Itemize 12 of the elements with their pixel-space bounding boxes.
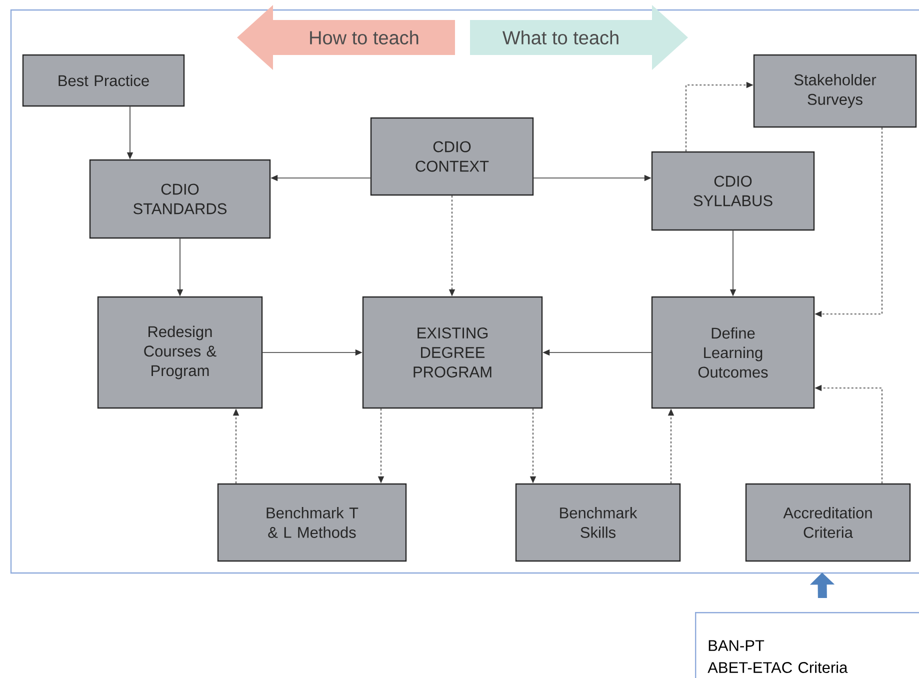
process-box: CDIO SYLLABUS bbox=[651, 151, 815, 231]
process-box: Best Practice bbox=[22, 54, 185, 107]
process-box: Redesign Courses & Program bbox=[97, 296, 263, 409]
process-box: CDIO CONTEXT bbox=[370, 117, 534, 196]
note-box: BAN-PT ABET-ETAC Criteria bbox=[695, 612, 919, 678]
process-box: Accreditation Criteria bbox=[745, 483, 911, 562]
process-box: Define Learning Outcomes bbox=[651, 296, 815, 409]
process-box: Benchmark T & L Methods bbox=[217, 483, 407, 562]
process-box: Benchmark Skills bbox=[515, 483, 681, 562]
process-box: EXISTING DEGREE PROGRAM bbox=[362, 296, 543, 409]
process-box: Stakeholder Surveys bbox=[753, 54, 917, 128]
process-box: CDIO STANDARDS bbox=[89, 159, 271, 239]
